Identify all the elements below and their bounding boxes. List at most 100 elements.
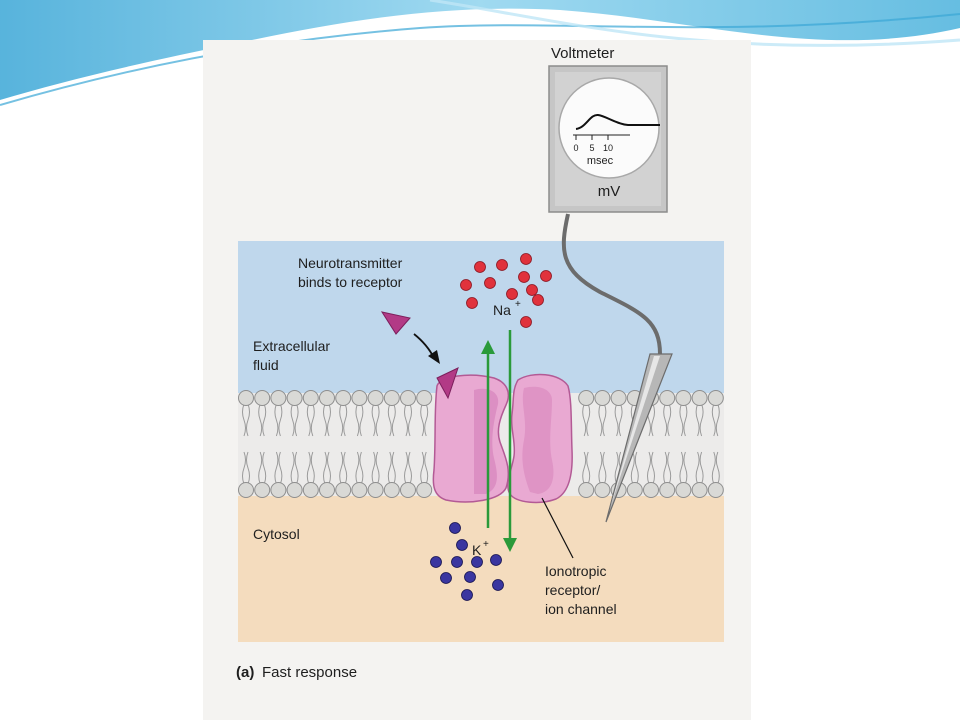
lipid-head xyxy=(675,390,692,406)
lipid-head xyxy=(691,390,708,406)
na-ion xyxy=(520,253,532,265)
lipid-tail xyxy=(391,403,396,437)
lipid-tail xyxy=(582,451,587,485)
lipid-head xyxy=(238,482,254,498)
lipid-head xyxy=(302,482,319,498)
lipid-head xyxy=(610,390,627,406)
lipid-tail xyxy=(359,451,364,485)
channel-right-subunit xyxy=(507,373,573,504)
tick-label-5: 5 xyxy=(589,143,594,153)
lipid-head xyxy=(707,390,724,406)
lipid-tail xyxy=(420,403,425,437)
lipid-head xyxy=(286,390,303,406)
lipid-tail xyxy=(711,403,716,437)
lipid-head xyxy=(594,482,611,498)
top-wave-line-2 xyxy=(429,0,960,47)
lipid-tail xyxy=(408,403,412,437)
lipid-tail xyxy=(695,451,700,485)
receptor-label-line1: Ionotropic xyxy=(545,563,606,579)
lipid-tail xyxy=(602,451,607,485)
lipid-tail xyxy=(699,403,704,437)
lipid-tail xyxy=(663,403,668,437)
lipid-head xyxy=(270,482,287,498)
na-ion xyxy=(484,277,496,289)
lipid-head xyxy=(707,482,724,498)
voltmeter-dial xyxy=(558,77,660,179)
lipid-head xyxy=(400,390,416,406)
na-ion xyxy=(520,316,532,328)
na-arrowhead-icon xyxy=(503,538,517,552)
k-label: K xyxy=(472,542,482,558)
voltmeter-cable xyxy=(561,213,662,355)
lipid-tail xyxy=(274,403,279,437)
na-ion xyxy=(466,297,478,309)
lipid-tail xyxy=(306,451,311,485)
lipid-tail xyxy=(614,451,619,485)
lipid-tail xyxy=(715,403,720,437)
lipid-tail xyxy=(614,403,619,437)
ion-channel xyxy=(432,367,573,504)
lipid-tail xyxy=(424,403,429,437)
k-ion xyxy=(451,556,463,568)
lipid-head xyxy=(626,482,643,498)
lipid-tail xyxy=(290,451,295,485)
dial-axis-label: msec xyxy=(587,155,614,167)
lipid-tail xyxy=(424,451,429,485)
lipid-tail xyxy=(663,451,668,485)
lipid-head xyxy=(238,390,254,406)
tick-label-10: 10 xyxy=(603,143,613,153)
lipid-tail xyxy=(683,403,688,437)
electrode-highlight xyxy=(610,356,660,508)
receptor-label-line3: ion channel xyxy=(545,601,617,617)
lipid-tail xyxy=(339,451,344,485)
lipid-tail xyxy=(651,403,655,437)
lipid-tail xyxy=(327,451,331,485)
lipid-tail xyxy=(371,451,376,485)
lipid-tail xyxy=(647,451,651,485)
lipid-tail xyxy=(404,403,408,437)
neurotransmitter-label-line1: Neurotransmitter xyxy=(298,255,403,271)
lipid-head xyxy=(351,482,368,498)
na-ion xyxy=(496,259,508,271)
lipid-tail xyxy=(274,451,279,485)
top-wave-band xyxy=(0,0,960,100)
lipid-tail xyxy=(242,451,246,485)
lipid-tail xyxy=(371,403,376,437)
neurotransmitter-label-line2: binds to receptor xyxy=(298,274,403,290)
na-ion xyxy=(540,270,552,282)
potassium-ions xyxy=(430,522,504,601)
recording-electrode xyxy=(605,353,673,523)
na-ion xyxy=(518,271,530,283)
lipid-tail xyxy=(387,403,392,437)
na-charge: + xyxy=(515,299,521,310)
lipid-head xyxy=(578,390,595,406)
channel-inner-shading-right xyxy=(522,386,554,494)
lipid-tail xyxy=(327,403,331,437)
lipid-tail xyxy=(246,451,250,485)
lipid-tail xyxy=(343,451,348,485)
lipid-tail xyxy=(618,403,623,437)
lipid-tail xyxy=(598,403,603,437)
lipid-tail xyxy=(310,451,315,485)
lipid-head xyxy=(335,390,352,406)
na-ion xyxy=(474,261,486,273)
lipid-head xyxy=(351,390,368,406)
k-ion xyxy=(430,556,442,568)
lipid-tail xyxy=(294,451,299,485)
lipid-head xyxy=(254,482,271,498)
k-ion xyxy=(490,554,502,566)
caption-letter: (a) xyxy=(236,664,254,681)
voltmeter-title: Voltmeter xyxy=(551,45,614,62)
k-arrowhead-icon xyxy=(481,340,495,354)
na-label: Na xyxy=(493,302,511,318)
lipid-tail xyxy=(586,403,591,437)
na-ion xyxy=(506,288,518,300)
lipid-tail xyxy=(630,451,635,485)
lipid-head xyxy=(416,390,433,406)
lipid-head xyxy=(416,482,433,498)
lipid-head xyxy=(254,390,271,406)
neurotransmitter-icon xyxy=(380,311,411,335)
k-ion xyxy=(440,572,452,584)
lipid-tail xyxy=(375,451,380,485)
